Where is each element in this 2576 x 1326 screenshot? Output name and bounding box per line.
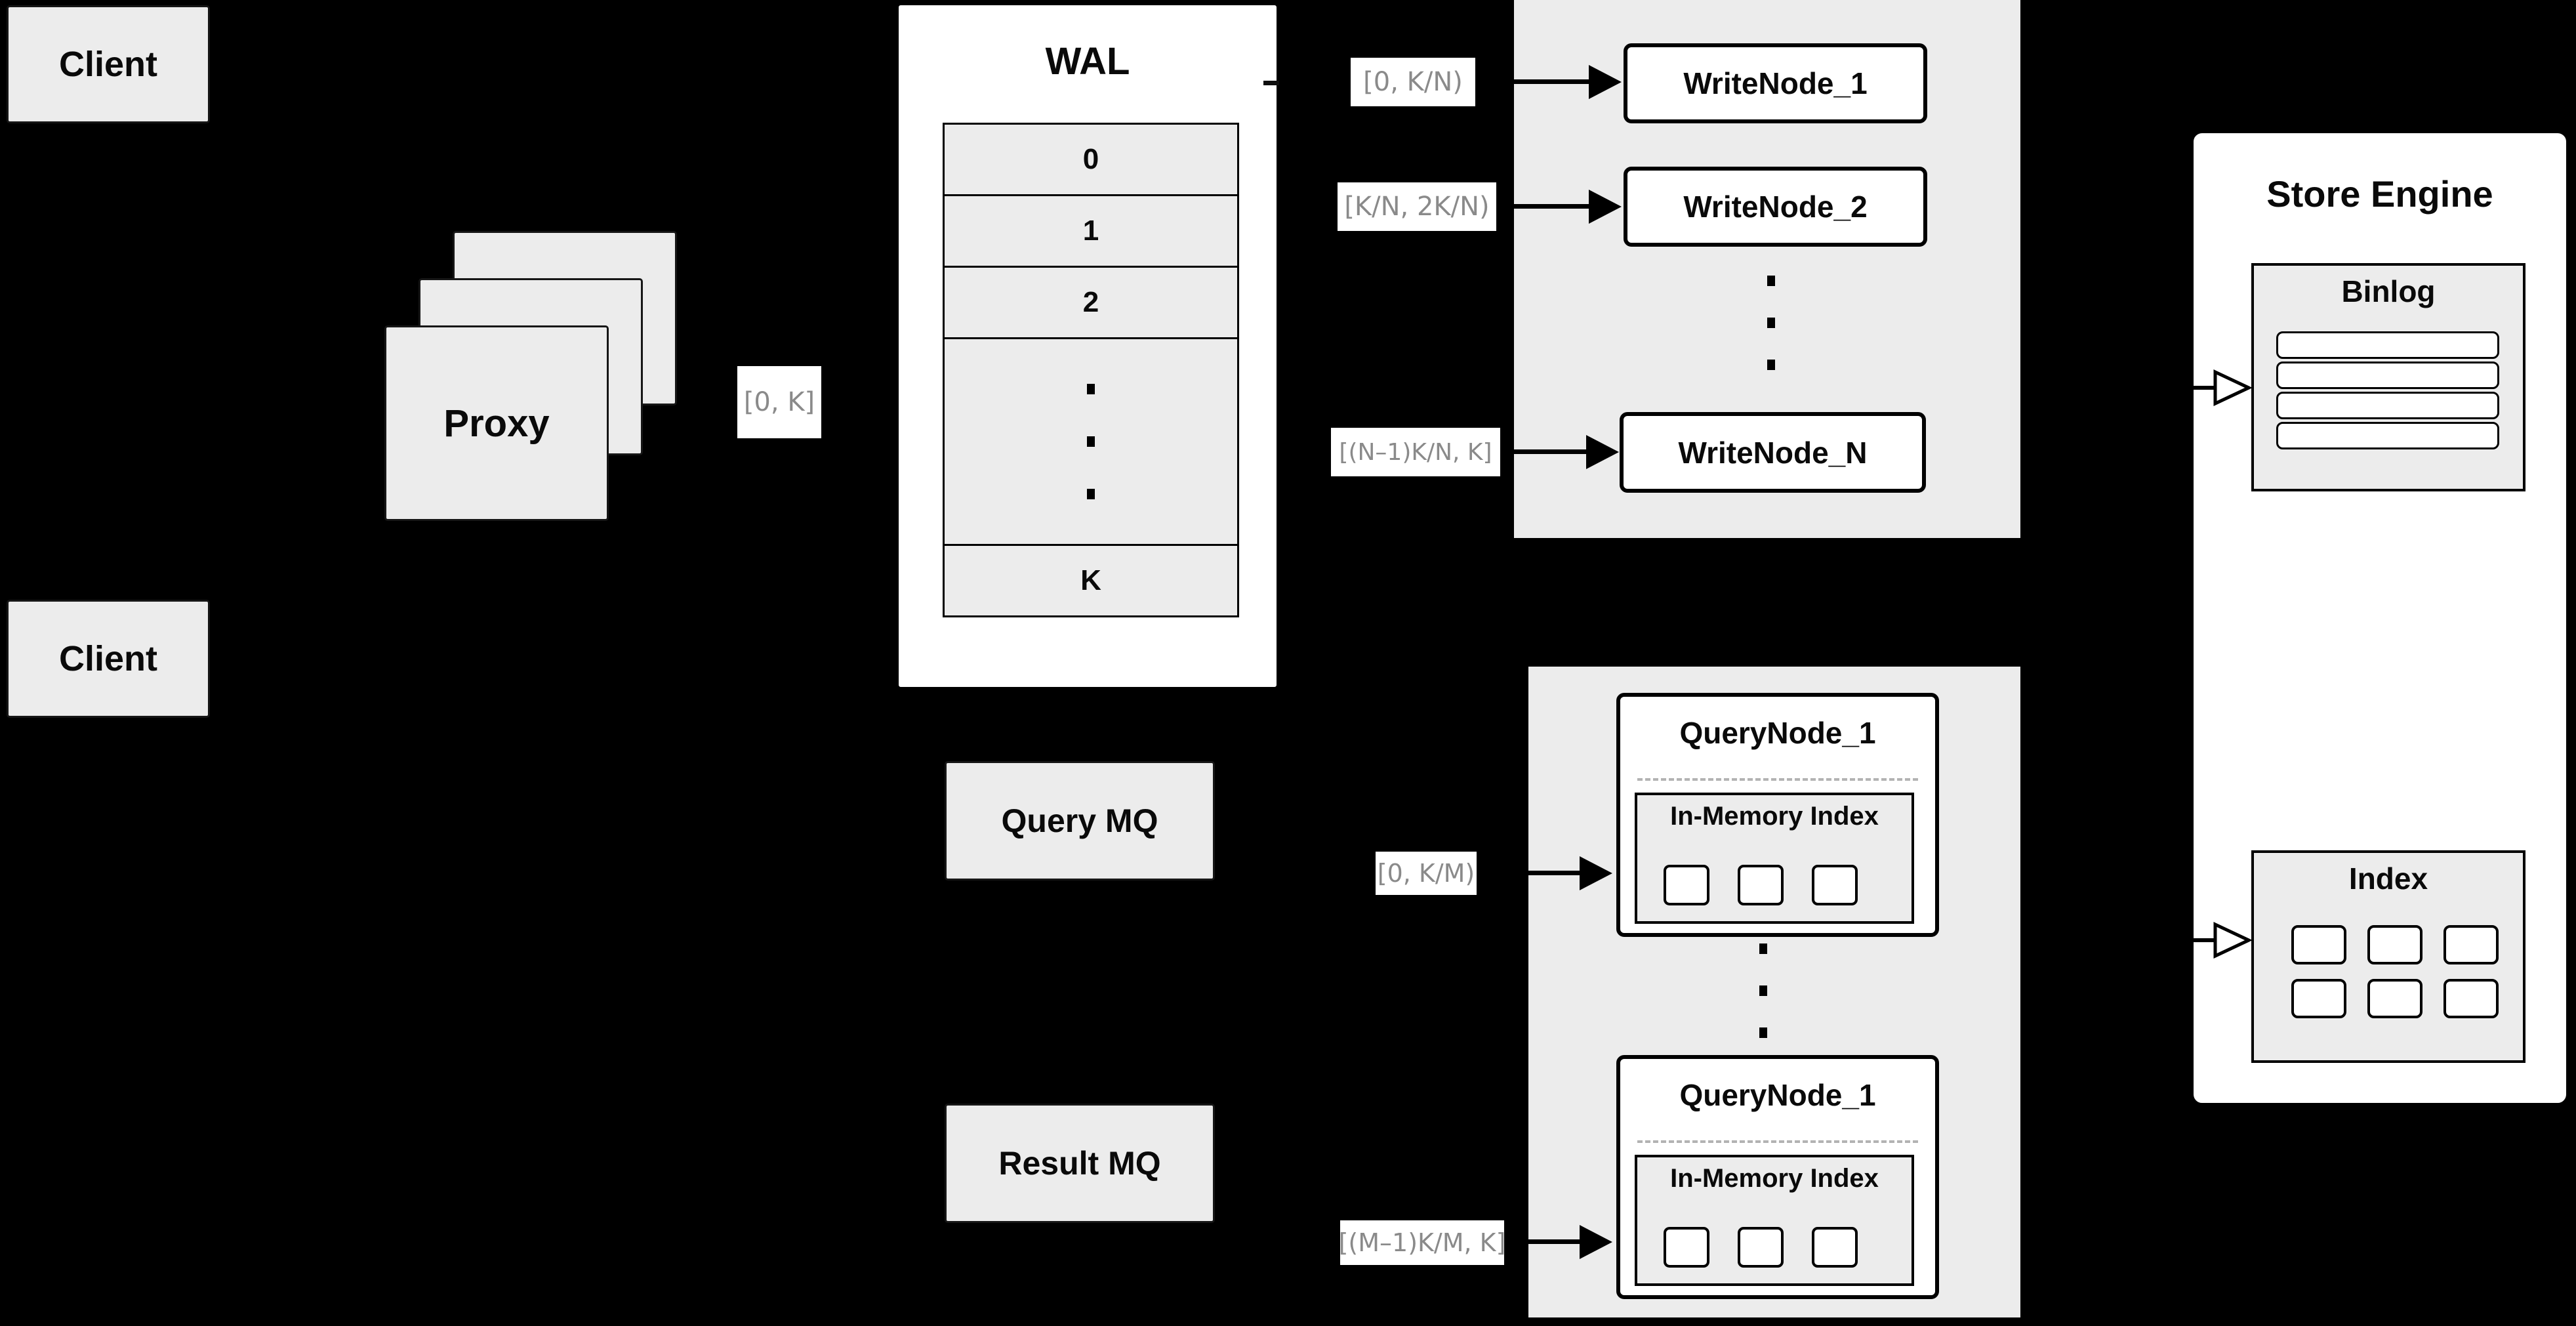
wal-ellipsis-dots bbox=[1087, 384, 1095, 499]
query-range-text-2: [(M–1)K/M, K] bbox=[1338, 1228, 1506, 1257]
arrow-write-2-head bbox=[1589, 190, 1622, 224]
query-range-text-1: [0, K/M) bbox=[1377, 859, 1475, 888]
write-range-text-n: [(N–1)K/N, K] bbox=[1339, 438, 1492, 466]
store-engine-box: Store Engine Binlog Index bbox=[2190, 130, 2569, 1106]
arrow-index-shaft bbox=[2192, 938, 2215, 942]
result-mq-label: Result MQ bbox=[998, 1145, 1161, 1182]
arrow-query-1-head bbox=[1580, 856, 1612, 890]
in-memory-index-1-title: In-Memory Index bbox=[1670, 802, 1879, 831]
arrow-write-n-head bbox=[1586, 435, 1619, 469]
write-node-ellipsis-dots bbox=[1767, 276, 1775, 370]
query-node-2-title: QueryNode_1 bbox=[1679, 1078, 1876, 1112]
write-range-label-1: [0, K/N) bbox=[1351, 58, 1475, 106]
wal-box: WAL 0 1 2 K bbox=[895, 2, 1280, 690]
write-node-1-box: WriteNode_1 bbox=[1624, 43, 1927, 123]
store-engine-title: Store Engine bbox=[2266, 173, 2493, 215]
client-top-label: Client bbox=[58, 45, 157, 84]
write-node-n-box: WriteNode_N bbox=[1620, 412, 1926, 493]
query-node-1-title: QueryNode_1 bbox=[1679, 716, 1876, 750]
write-range-text-2: [K/N, 2K/N) bbox=[1344, 192, 1490, 222]
wal-row-ellipsis bbox=[943, 337, 1239, 546]
query-mq-label: Query MQ bbox=[1001, 802, 1158, 839]
proxy-box-front: Proxy bbox=[384, 325, 609, 521]
query-mq-box: Query MQ bbox=[945, 761, 1215, 881]
wal-title: WAL bbox=[1045, 40, 1130, 83]
client-bottom-label: Client bbox=[58, 639, 157, 678]
index-segments bbox=[2291, 925, 2499, 1018]
query-node-ellipsis-dots bbox=[1759, 943, 1767, 1038]
proxy-label: Proxy bbox=[443, 402, 550, 445]
binlog-rows bbox=[2276, 331, 2499, 449]
write-node-n-label: WriteNode_N bbox=[1678, 435, 1868, 470]
write-range-label-n: [(N–1)K/N, K] bbox=[1331, 428, 1500, 476]
wal-connector-stub bbox=[1263, 81, 1279, 85]
client-bottom-box: Client bbox=[7, 600, 210, 718]
wal-table: 0 1 2 K bbox=[943, 123, 1239, 617]
in-memory-index-2-box: In-Memory Index bbox=[1635, 1155, 1914, 1286]
query-node-2-box: QueryNode_1 In-Memory Index bbox=[1616, 1055, 1939, 1299]
arrow-write-1-head bbox=[1589, 65, 1622, 99]
arrow-write-2-shaft bbox=[1498, 204, 1590, 209]
wal-row-k: K bbox=[943, 544, 1239, 617]
query-range-label-1: [0, K/M) bbox=[1376, 852, 1477, 895]
arrow-query-2-head bbox=[1580, 1225, 1612, 1259]
arrow-write-n-shaft bbox=[1502, 449, 1587, 454]
arrow-query-1-shaft bbox=[1479, 871, 1581, 875]
binlog-title: Binlog bbox=[2341, 274, 2436, 308]
query-node-2-divider bbox=[1637, 1140, 1918, 1143]
query-range-label-2: [(M–1)K/M, K] bbox=[1338, 1220, 1506, 1265]
arrow-query-2-shaft bbox=[1506, 1239, 1581, 1244]
in-memory-index-1-segments bbox=[1664, 865, 1858, 905]
wal-row-1: 1 bbox=[943, 194, 1239, 268]
write-node-2-box: WriteNode_2 bbox=[1624, 167, 1927, 247]
client-top-box: Client bbox=[7, 5, 210, 123]
query-node-1-divider bbox=[1637, 778, 1918, 781]
arrow-binlog-open-head bbox=[2213, 369, 2253, 406]
write-range-text-1: [0, K/N) bbox=[1363, 67, 1463, 97]
write-range-label-2: [K/N, 2K/N) bbox=[1338, 182, 1496, 231]
write-node-1-label: WriteNode_1 bbox=[1683, 66, 1868, 100]
proxy-range-text: [0, K] bbox=[743, 387, 815, 417]
wal-row-0: 0 bbox=[943, 123, 1239, 196]
arrow-index-open-head bbox=[2213, 922, 2253, 959]
in-memory-index-2-segments bbox=[1664, 1227, 1858, 1268]
arrow-write-1-shaft bbox=[1477, 79, 1590, 84]
proxy-range-label: [0, K] bbox=[737, 366, 821, 438]
index-box: Index bbox=[2251, 850, 2525, 1063]
in-memory-index-2-title: In-Memory Index bbox=[1670, 1164, 1879, 1193]
result-mq-box: Result MQ bbox=[945, 1104, 1215, 1223]
write-node-2-label: WriteNode_2 bbox=[1683, 190, 1868, 224]
in-memory-index-1-box: In-Memory Index bbox=[1635, 793, 1914, 924]
index-title: Index bbox=[2348, 861, 2428, 896]
binlog-box: Binlog bbox=[2251, 263, 2525, 491]
wal-row-2: 2 bbox=[943, 266, 1239, 339]
query-node-1-box: QueryNode_1 In-Memory Index bbox=[1616, 693, 1939, 937]
arrow-binlog-shaft bbox=[2192, 386, 2215, 390]
